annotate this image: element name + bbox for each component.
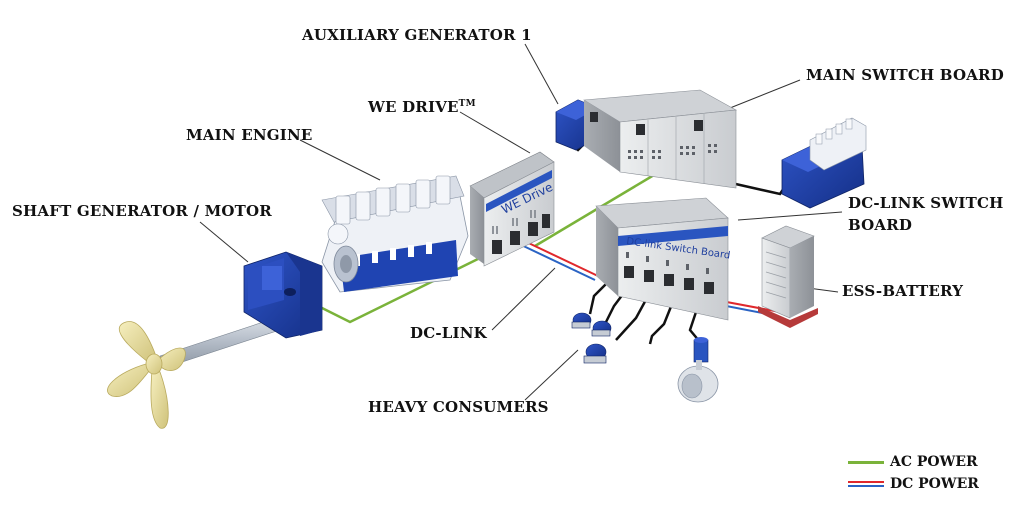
label-auxiliary-generator: AUXILIARY GENERATOR 1 xyxy=(302,26,532,44)
label-dc-link-switch-board-line1: DC-LINK SWITCH xyxy=(848,194,1004,212)
shaft-generator-motor xyxy=(243,251,323,339)
pointer-lines xyxy=(199,43,843,401)
ess-battery xyxy=(758,225,818,328)
legend-ac-label: AC POWER xyxy=(890,454,978,470)
we-drive-cabinet: WE Drive xyxy=(469,151,555,267)
label-shaft-generator-motor: SHAFT GENERATOR / MOTOR xyxy=(12,202,272,220)
label-main-engine: MAIN ENGINE xyxy=(186,126,313,144)
label-ess-battery: ESS-BATTERY xyxy=(842,282,964,300)
propeller xyxy=(107,321,186,429)
legend-dc-power: DC POWER xyxy=(848,476,979,492)
heavy-consumers xyxy=(571,312,719,403)
legend-dc-swatch xyxy=(848,480,884,487)
label-we-drive-text: WE DRIVE xyxy=(368,98,459,116)
consumer-pump-3 xyxy=(583,343,607,364)
consumer-pump-2 xyxy=(591,320,612,337)
trademark-mark: TM xyxy=(458,99,476,109)
auxiliary-generator-2 xyxy=(781,117,867,209)
main-engine xyxy=(321,175,469,293)
legend-dc-label: DC POWER xyxy=(890,476,979,492)
dc-link-switch-board: DC-link Switch Board xyxy=(595,197,731,321)
consumer-thruster xyxy=(677,337,719,403)
label-main-switch-board: MAIN SWITCH BOARD xyxy=(806,66,1004,84)
label-heavy-consumers: HEAVY CONSUMERS xyxy=(368,398,549,416)
legend-ac-swatch xyxy=(848,460,884,464)
main-switch-board xyxy=(583,89,737,189)
legend-ac-power: AC POWER xyxy=(848,454,978,470)
label-we-drive: WE DRIVETM xyxy=(368,98,476,116)
consumer-pump-1 xyxy=(571,312,592,329)
label-dc-link-switch-board-line2: BOARD xyxy=(848,216,913,234)
label-dc-link: DC-LINK xyxy=(410,324,487,342)
